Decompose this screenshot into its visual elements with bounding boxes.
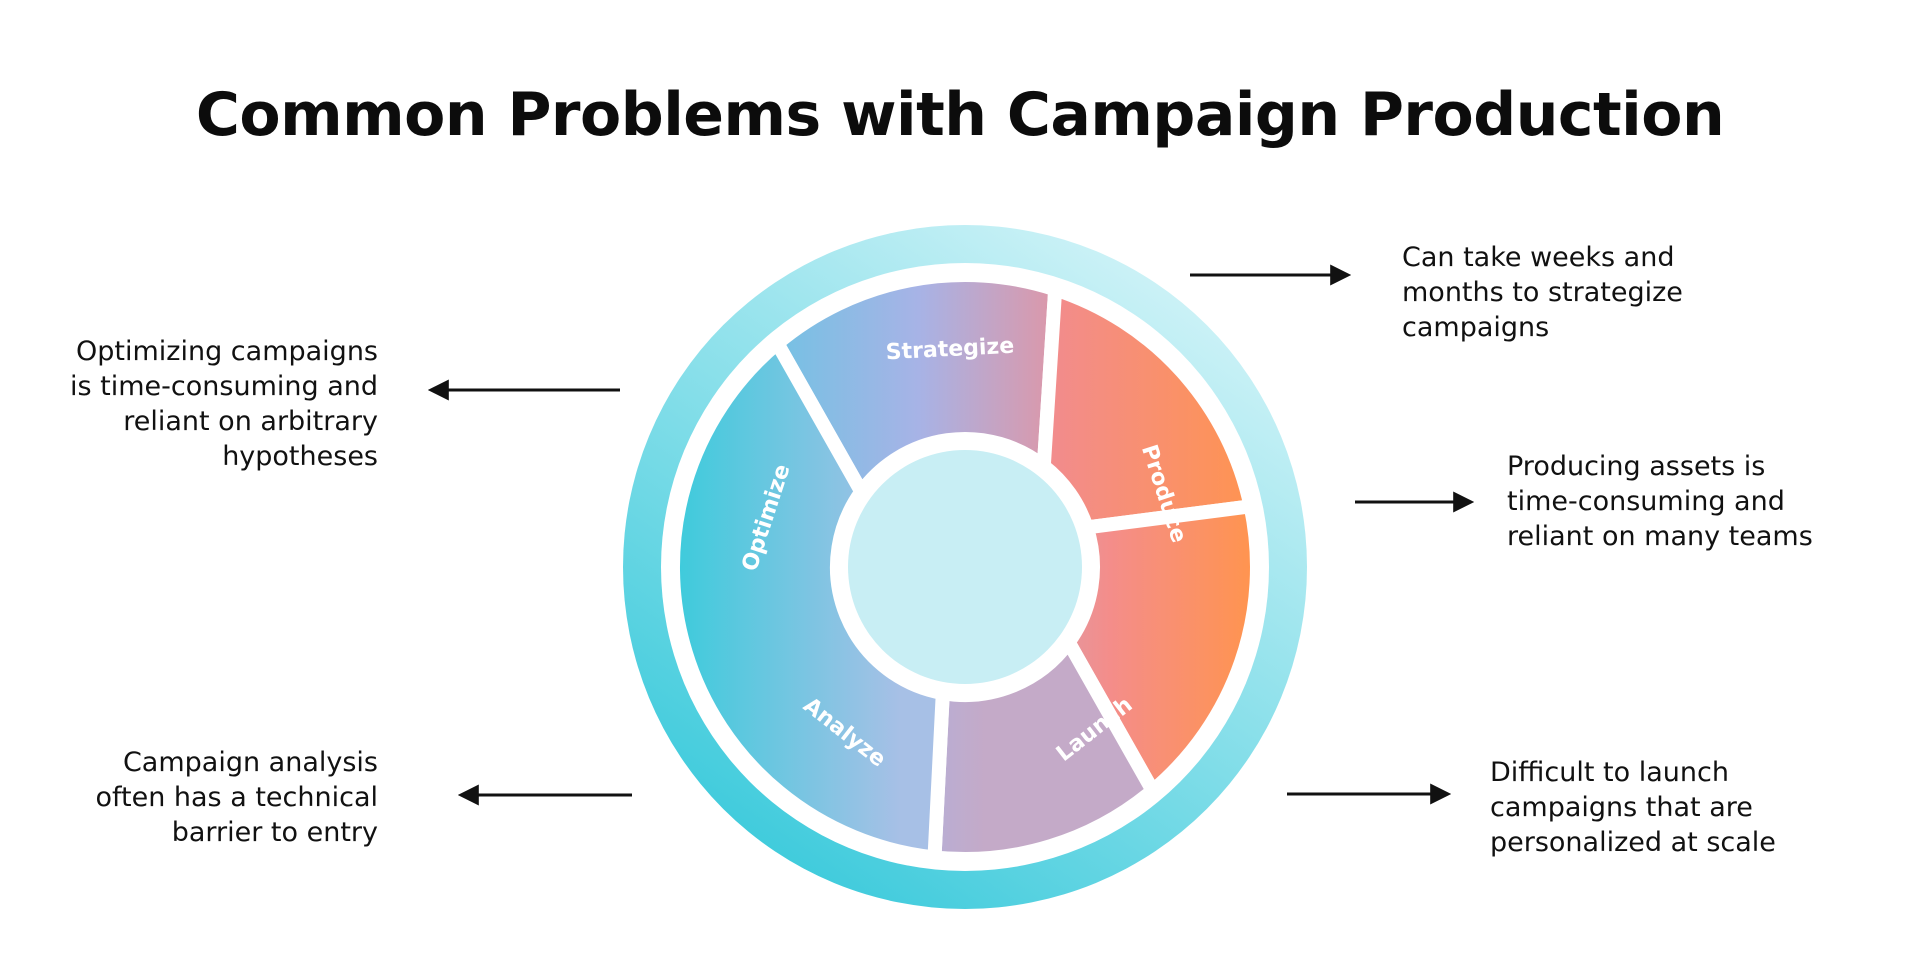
callout-produce: Producing assets is time-consuming and r… (1507, 451, 1813, 552)
callout-launch: Difficult to launch campaigns that are p… (1490, 757, 1776, 858)
callout-analyze: Campaign analysis often has a technical … (95, 747, 378, 848)
callout-strategize: Can take weeks and months to strategize … (1402, 242, 1683, 343)
callout-optimize: Optimizing campaigns is time-consuming a… (70, 336, 378, 472)
center-hub (848, 450, 1082, 684)
page-title: Common Problems with Campaign Production (195, 80, 1725, 150)
